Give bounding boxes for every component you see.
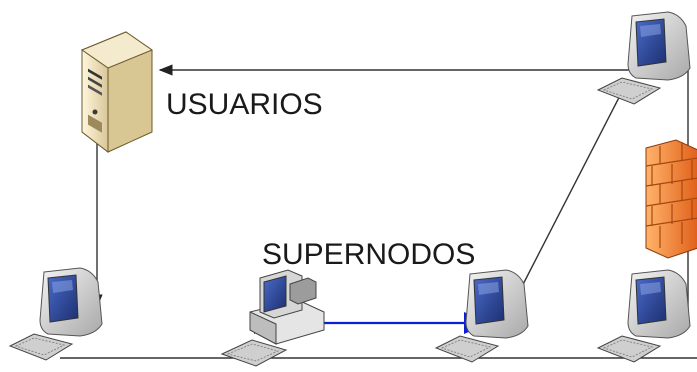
supernodos-label: SUPERNODOS	[262, 238, 476, 271]
computer-icon	[597, 11, 691, 105]
usuarios-label: USUARIOS	[166, 88, 323, 121]
link-top-right-diagonal	[514, 79, 629, 301]
server-icon	[80, 31, 154, 154]
computer-icon	[435, 269, 529, 363]
firewall-icon	[645, 139, 697, 259]
computer-icon	[9, 267, 103, 361]
desktop-computer-icon	[220, 269, 325, 367]
computer-icon	[597, 269, 691, 363]
